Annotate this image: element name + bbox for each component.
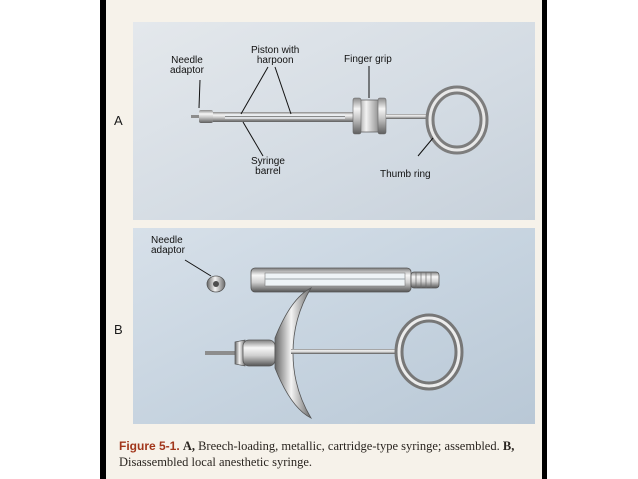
caption-a-letter: A, — [182, 439, 195, 453]
panel-a-photo — [133, 22, 535, 220]
label-finger-grip: Finger grip — [344, 54, 392, 65]
panel-a-letter: A — [114, 113, 123, 128]
leader-piston-1 — [240, 66, 269, 115]
panel-b-background — [133, 228, 535, 424]
needle-adaptor-a — [199, 110, 213, 123]
caption-b-text: Disassembled local anesthetic syringe. — [119, 455, 312, 469]
thumb-ring-highlight-b — [397, 316, 461, 388]
thumb-ring-highlight-a — [428, 88, 486, 152]
leader-needle-adaptor-a — [198, 79, 201, 109]
disassembled-syringe-illustration — [133, 228, 535, 424]
thread-lines — [415, 272, 432, 288]
assembled-syringe-illustration — [133, 22, 535, 220]
needle-adaptor-hole-b — [213, 281, 219, 287]
leader-needle-adaptor-b — [184, 259, 212, 277]
piston-rod-b — [291, 349, 401, 354]
label-needle-adaptor-b: Needle adaptor — [151, 235, 185, 256]
caption-a-text: Breech-loading, metallic, cartridge-type… — [198, 439, 442, 453]
panel-b-photo — [133, 228, 535, 424]
right-black-bar — [541, 0, 547, 479]
figure-number: Figure 5-1. — [119, 439, 180, 453]
figure-caption: Figure 5-1. A, Breech-loading, metallic,… — [119, 438, 539, 470]
leader-thumb-ring — [417, 137, 434, 157]
label-syringe-barrel: Syringe barrel — [251, 156, 285, 177]
finger-grip-flange-left — [352, 97, 362, 135]
left-black-bar — [100, 0, 106, 479]
label-piston-with-harpoon: Piston with harpoon — [251, 45, 300, 66]
needle-tip-a — [191, 115, 199, 118]
harpoon-tip-b — [205, 351, 235, 355]
barrel-thread-b — [410, 271, 440, 289]
label-needle-adaptor-a: Needle adaptor — [170, 55, 204, 76]
caption-b-letter: B, — [502, 439, 515, 453]
label-thumb-ring: Thumb ring — [380, 169, 431, 180]
finger-grip-body-b — [242, 339, 276, 367]
leader-piston-2 — [274, 66, 292, 115]
piston-rod-a — [386, 114, 428, 119]
piston-head-b — [234, 339, 246, 367]
caption-assembled: assembled. — [444, 439, 500, 453]
panel-b-letter: B — [114, 322, 123, 337]
finger-grip-flange-right — [377, 97, 387, 135]
leader-syringe-barrel — [242, 121, 264, 157]
